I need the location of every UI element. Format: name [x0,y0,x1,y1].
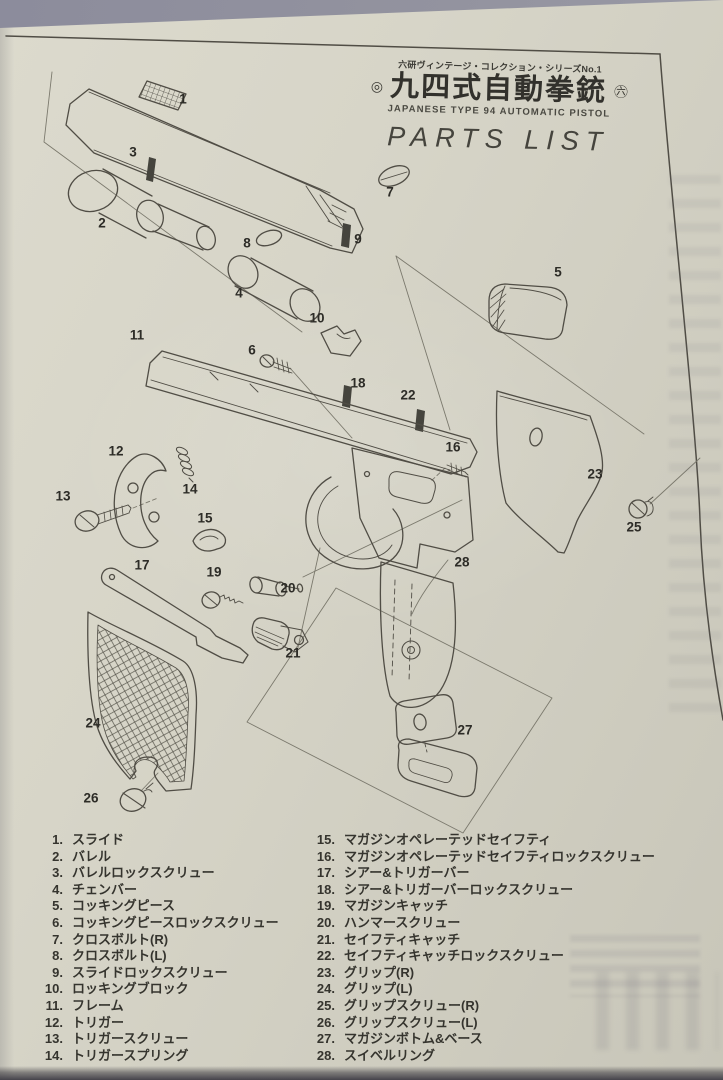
parts-list-item: 15.マガジンオペレーテッドセイフティ [316,832,552,847]
parts-list-item: 7.クロスボルト(R) [52,931,169,947]
parts-list-item: 5.コッキングピース [52,898,175,914]
parts-list-item: 16.マガジンオペレーテッドセイフティロックスクリュー [316,848,655,864]
parts-list-item: 24.グリップ(L) [316,981,413,997]
left-logo-mark: ◎ [370,78,384,95]
parts-list-item: 13.トリガースクリュー [44,1031,189,1047]
sheet-header: 六研ヴィンテージ・コレクション・シリーズNo.1 ◎ 九四式自動拳銃 ㊅ JAP… [337,56,661,159]
parts-list-item: 8.クロスボルト(L) [52,948,167,964]
parts-list-item: 22.セイフティキャッチロックスクリュー [316,948,564,964]
parts-list-item: 19.マガジンキャッチ [316,898,449,914]
parts-list-item: 4.チェンバー [52,881,138,897]
parts-list-item: 17.シアー&トリガーバー [316,865,470,881]
parts-list-item: 14.トリガースプリング [44,1047,189,1063]
parts-list-item: 9.スライドロックスクリュー [52,964,228,980]
parts-list-item: 6.コッキングピースロックスクリュー [52,914,279,930]
parts-list-item: 27.マガジンボトム&ベース [316,1031,483,1047]
parts-list-item: 2.バレル [52,848,112,864]
parts-list-item: 3.バレルロックスクリュー [52,865,215,881]
parts-list-item: 21.セイフティキャッチ [316,931,461,947]
parts-list-item: 26.グリップスクリュー(L) [316,1014,478,1030]
right-logo-mark: ㊅ [613,84,629,101]
parts-list-item: 23.グリップ(R) [316,964,415,980]
parts-list-item: 28.スイベルリング [316,1047,436,1063]
parts-list-item: 20.ハンマースクリュー [316,914,461,930]
parts-list-item: 11.フレーム [45,997,124,1013]
parts-list-item: 18.シアー&トリガーバーロックスクリュー [316,881,574,897]
parts-list-item: 12.トリガー [44,1014,125,1030]
sheet-title: 九四式自動拳銃 [389,70,608,108]
parts-list-item: 1.スライド [52,832,125,847]
parts-list-item: 10.ロッキングブロック [44,981,189,997]
parts-list-item: 25.グリップスクリュー(R) [316,997,480,1013]
